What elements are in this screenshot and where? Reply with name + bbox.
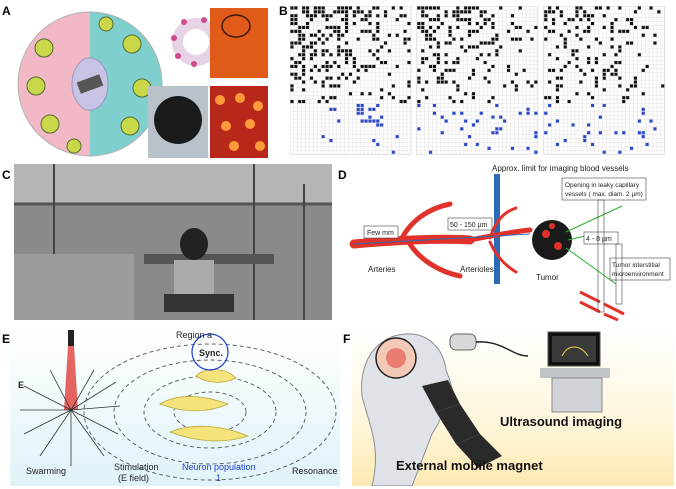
resonance-label: Resonance	[292, 466, 338, 476]
afm-image-top	[210, 8, 268, 78]
few-mm-label: Few mm	[367, 230, 394, 237]
leaky-vessel-label-2: vessels ( max. diam. 2 µm)	[565, 191, 643, 198]
panel-e-label: E	[2, 332, 11, 346]
simulation-grid	[543, 6, 666, 155]
region-label: Region a	[176, 330, 212, 340]
simulation-grid	[416, 6, 539, 155]
leaky-vessel-sketch	[579, 290, 625, 322]
magnet-label: External mobile magnet	[396, 458, 543, 473]
leaky-vessel-label-1: Opening in leaky capillary	[565, 182, 640, 189]
panel-f-label: F	[343, 332, 351, 346]
sync-bubble	[191, 333, 229, 371]
tumor-size-label: 4 - 8 µm	[586, 236, 612, 243]
panel-a-label: A	[2, 4, 11, 18]
arterioles-label: Arterioles	[460, 265, 494, 274]
panel-f-diagram: Ultrasound imaging External mobile magne…	[352, 326, 674, 486]
ultrasound-label: Ultrasound imaging	[500, 414, 622, 429]
stimulation-label-1: Stimulation	[114, 462, 159, 472]
swarming-arrows	[20, 369, 121, 466]
stimulation-beam	[64, 346, 78, 410]
panel-b-label: B	[279, 4, 288, 18]
neuron-cells	[159, 369, 250, 442]
panel-b-grids	[290, 6, 666, 155]
panel-d-diagram: Approx. limit for imaging blood vessels …	[349, 164, 671, 322]
interstitial-label-2: microenvironment	[612, 271, 664, 278]
panel-a-figure	[17, 8, 268, 158]
tumor-label: Tumor	[536, 273, 559, 282]
probe-cable	[475, 341, 529, 357]
neuron-population-label-1: Neuron population	[182, 462, 256, 472]
panel-c-label: C	[2, 168, 11, 182]
tumor-mass	[532, 220, 572, 260]
panel-d-label: D	[338, 168, 347, 182]
ultrasound-console	[540, 368, 610, 378]
stimulation-label-2: (E field)	[118, 473, 149, 483]
simulation-grid	[290, 6, 412, 155]
ultrasound-probe	[449, 333, 477, 351]
interstitial-label-1: Tumor interstitial	[612, 262, 660, 269]
panel-e-diagram: Sync. Region a E Swarming Stimulation (E…	[10, 326, 340, 486]
arteriole-size-label: 50 - 150 µm	[450, 222, 488, 229]
sync-label: Sync.	[199, 348, 223, 358]
mobile-magnet	[422, 380, 502, 468]
emitter-icon	[68, 330, 74, 346]
neuron-population-label-2: 1	[216, 473, 221, 483]
arteries-label: Arteries	[368, 265, 396, 274]
nanoparticle-circle	[17, 11, 163, 157]
e-field-label: E	[18, 380, 24, 390]
swarming-label: Swarming	[26, 466, 66, 476]
imaging-limit-bar	[494, 174, 500, 284]
panel-c-photo	[14, 164, 332, 320]
imaging-limit-label: Approx. limit for imaging blood vessels	[492, 164, 629, 173]
